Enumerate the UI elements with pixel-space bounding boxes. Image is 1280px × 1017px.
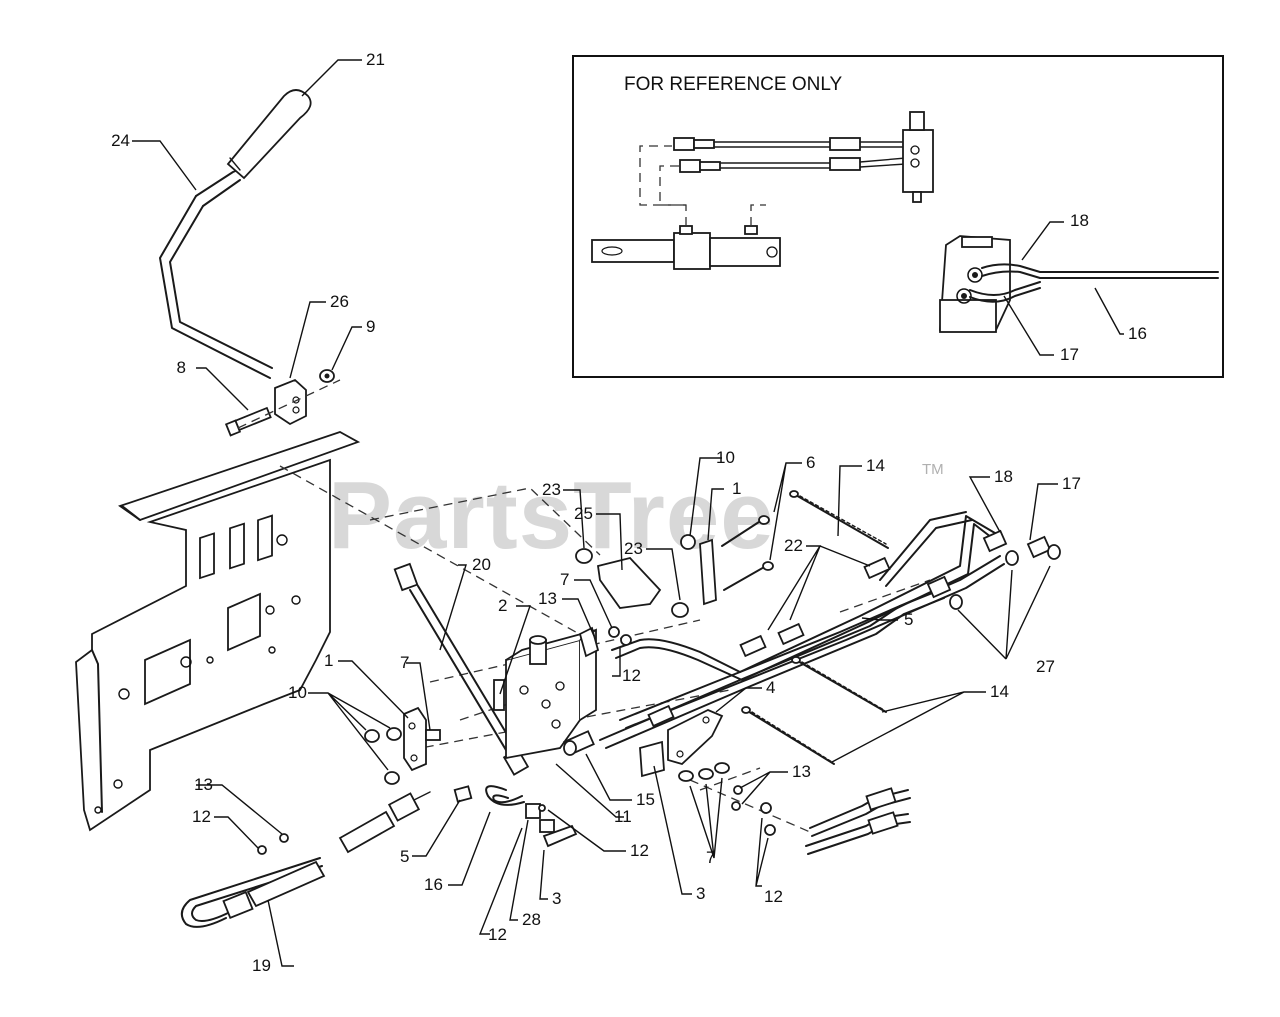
- callout-6: 6: [806, 453, 815, 472]
- callout-1-left: 1: [324, 651, 333, 670]
- callout-23-top: 23: [542, 480, 561, 499]
- callout-2: 2: [498, 596, 507, 615]
- nuts-10-left: [364, 727, 473, 803]
- callout-9: 9: [366, 317, 375, 336]
- callout-7-bottom: 7: [706, 848, 715, 867]
- callout-14-right: 14: [990, 682, 1009, 701]
- top-hardware: [575, 515, 774, 658]
- control-valve: [493, 628, 597, 760]
- callout-14-top: 14: [866, 456, 885, 475]
- reference-inset: FOR REFERENCE ONLY: [572, 55, 1224, 378]
- inset-callout-16: 16: [1128, 324, 1147, 343]
- o-rings-27: [949, 544, 1061, 610]
- callout-1-top: 1: [732, 479, 741, 498]
- loop-16: [485, 785, 525, 806]
- callout-8: 8: [177, 358, 186, 377]
- callout-26: 26: [330, 292, 349, 311]
- fitting-15: [563, 730, 595, 756]
- watermark-trademark: TM: [922, 461, 944, 478]
- inset-hoses: [673, 137, 907, 173]
- hose-pair-lower-right: [805, 787, 911, 855]
- callout-27: 27: [1036, 657, 1055, 676]
- callout-25: 25: [574, 504, 593, 523]
- callout-28: 28: [522, 910, 541, 929]
- callout-21: 21: [366, 50, 385, 69]
- callout-10-left: 10: [288, 683, 307, 702]
- small-fittings-lower: [257, 803, 578, 855]
- inset-callout-18: 18: [1070, 211, 1089, 230]
- callout-12-right: 12: [764, 887, 783, 906]
- callout-17: 17: [1062, 474, 1081, 493]
- watermark-text: PartsTree: [328, 462, 775, 569]
- callout-13-top: 13: [538, 589, 557, 608]
- callout-5-left: 5: [400, 847, 409, 866]
- callout-3-left: 3: [552, 889, 561, 908]
- callout-24: 24: [111, 131, 130, 150]
- lever-clamp: [224, 369, 335, 437]
- lift-lever-handle: [159, 89, 312, 379]
- bracket-1-left: [403, 706, 427, 772]
- hydraulic-cylinder-drawing: [591, 225, 781, 270]
- inset-valve: [902, 111, 934, 203]
- callout-12-left: 12: [192, 807, 211, 826]
- callout-20: 20: [472, 555, 491, 574]
- callout-11: 11: [614, 807, 632, 826]
- hose-19: [180, 857, 326, 928]
- callout-16: 16: [424, 875, 443, 894]
- callout-22: 22: [784, 536, 803, 555]
- callout-18: 18: [994, 467, 1013, 486]
- callout-5-right: 5: [904, 610, 913, 629]
- callout-13-right: 13: [792, 762, 811, 781]
- callout-13-left: 13: [194, 775, 213, 794]
- callout-12-mid: 12: [630, 841, 649, 860]
- reference-title: FOR REFERENCE ONLY: [624, 74, 843, 95]
- callout-numbers: 21 24 26 9 8 10 6 14 18 17 1 23 25 23 22…: [111, 50, 1081, 975]
- callout-23-mid: 23: [624, 539, 643, 558]
- hose-fitting-upper: [338, 791, 431, 854]
- inset-callout-17: 17: [1060, 345, 1079, 364]
- lower-right-hardware: [639, 709, 776, 836]
- callout-7-left: 7: [400, 653, 409, 672]
- callout-10-top: 10: [716, 448, 735, 467]
- mounting-plate: [75, 431, 361, 832]
- callout-4: 4: [766, 678, 775, 697]
- inset-motor-lines: [969, 263, 1219, 303]
- rods-14: [741, 490, 889, 765]
- callout-3-right: 3: [696, 884, 705, 903]
- callout-7-top: 7: [560, 570, 569, 589]
- callout-12-bottom: 12: [488, 925, 507, 944]
- hydraulic-tubes: [599, 511, 1052, 749]
- callout-12-top: 12: [622, 666, 641, 685]
- inset-motor: [939, 235, 1011, 333]
- callout-15: 15: [636, 790, 655, 809]
- leader-lines: [132, 59, 1058, 967]
- callout-19: 19: [252, 956, 271, 975]
